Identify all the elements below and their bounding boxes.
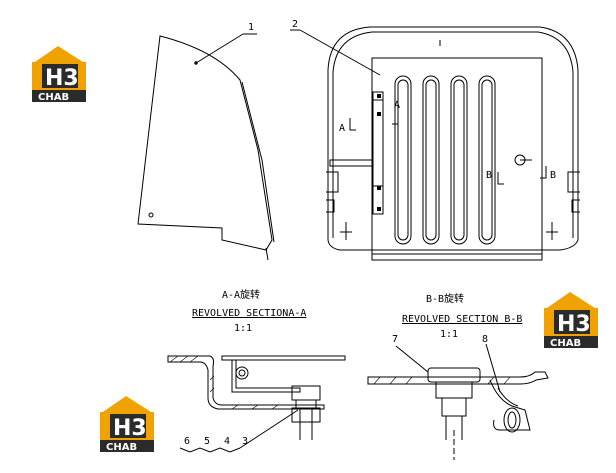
cover-front-view [326, 26, 580, 261]
section-b-detail [367, 343, 549, 460]
logo-text: CHAB [38, 92, 69, 103]
callout-4: 4 [224, 436, 230, 447]
logo-mark: H3 [45, 66, 79, 91]
logo-right: H3 CHAB [544, 292, 598, 349]
logo-text: CHAB [106, 442, 137, 453]
section-marker-a [349, 112, 399, 131]
section-a-detail [167, 355, 346, 453]
marker-a-right: A [394, 100, 400, 111]
section-a-scale: 1:1 [234, 323, 252, 334]
section-b-scale: 1:1 [440, 329, 458, 340]
section-a-hatch [169, 355, 279, 410]
hinge-rivets [377, 94, 381, 211]
marker-b-right: B [550, 170, 556, 181]
callout-6: 6 [184, 436, 190, 447]
logo-top-left: H3 CHAB [32, 46, 86, 103]
callout-5: 5 [204, 436, 210, 447]
side-panel-view [137, 33, 275, 261]
section-b-subtitle: REVOLVED SECTION B-B [402, 314, 522, 325]
callout-3: 3 [242, 436, 248, 447]
callout-7: 7 [392, 334, 398, 345]
section-marker-b [497, 166, 547, 185]
section-a-subtitle: REVOLVED SECTIONA-A [192, 308, 306, 319]
callout-8: 8 [482, 334, 488, 345]
logo-mark: H3 [113, 416, 147, 441]
section-a-title: A-A旋转 [222, 288, 260, 301]
section-b-hatch [373, 376, 511, 385]
logo-mark: H3 [557, 312, 591, 337]
leader-2 [299, 29, 381, 76]
section-b-title: B-B旋转 [426, 292, 464, 305]
callout-2: 2 [292, 19, 298, 30]
marker-b-left: B [486, 170, 492, 181]
marker-a-left: A [339, 123, 345, 134]
callout-1: 1 [248, 22, 254, 33]
logo-text: CHAB [550, 338, 581, 349]
logo-bottom-left: H3 CHAB [100, 396, 154, 453]
